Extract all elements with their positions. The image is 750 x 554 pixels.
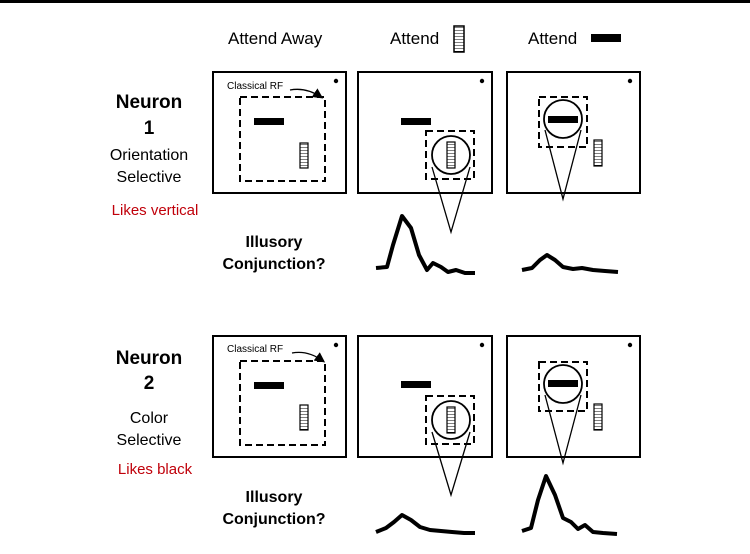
neuron-2-rf-label: Classical RF <box>227 344 284 355</box>
neuron-2-number: 2 <box>143 373 155 394</box>
neuron-2-likes: Likes black <box>117 461 193 478</box>
neuron-1-desc-1: Orientation <box>109 147 189 164</box>
neuron-1-likes: Likes vertical <box>111 202 199 219</box>
header-attend-horizontal: Attend <box>528 29 578 48</box>
neuron-2-desc-2: Selective <box>116 432 182 449</box>
neuron-1-attend-away-panel <box>212 71 347 194</box>
neuron-1-desc-2: Selective <box>116 169 182 186</box>
header-attend-away: Attend Away <box>228 29 323 48</box>
neuron-2-name: Neuron <box>115 348 183 369</box>
neuron-1-rf-label: Classical RF <box>227 81 284 92</box>
neuron-2-question-2: Conjunction? <box>222 511 326 528</box>
neuron-1-name: Neuron <box>115 92 183 113</box>
top-rule <box>0 0 750 3</box>
neuron-1-question-1: Illusory <box>245 234 303 251</box>
header-vertical-bar-icon <box>453 25 465 53</box>
neuron-2-response-attend-horizontal <box>521 474 618 536</box>
neuron-2-attend-away-panel <box>212 335 347 458</box>
neuron-1-number: 1 <box>143 118 155 139</box>
neuron-1-attend-vertical-panel <box>357 71 493 235</box>
neuron-1-response-attend-vertical <box>375 214 475 275</box>
header-attend-vertical: Attend <box>390 29 440 48</box>
neuron-2-desc-1: Color <box>129 410 169 427</box>
neuron-2-question-1: Illusory <box>245 489 303 506</box>
neuron-1-response-attend-horizontal <box>521 253 619 274</box>
neuron-1-question-2: Conjunction? <box>222 256 326 273</box>
header-horizontal-bar-icon <box>591 34 621 42</box>
neuron-2-attend-horizontal-panel <box>506 335 641 466</box>
neuron-2-attend-vertical-panel <box>357 335 493 498</box>
neuron-1-attend-horizontal-panel <box>506 71 641 202</box>
neuron-2-response-attend-vertical <box>375 513 475 535</box>
